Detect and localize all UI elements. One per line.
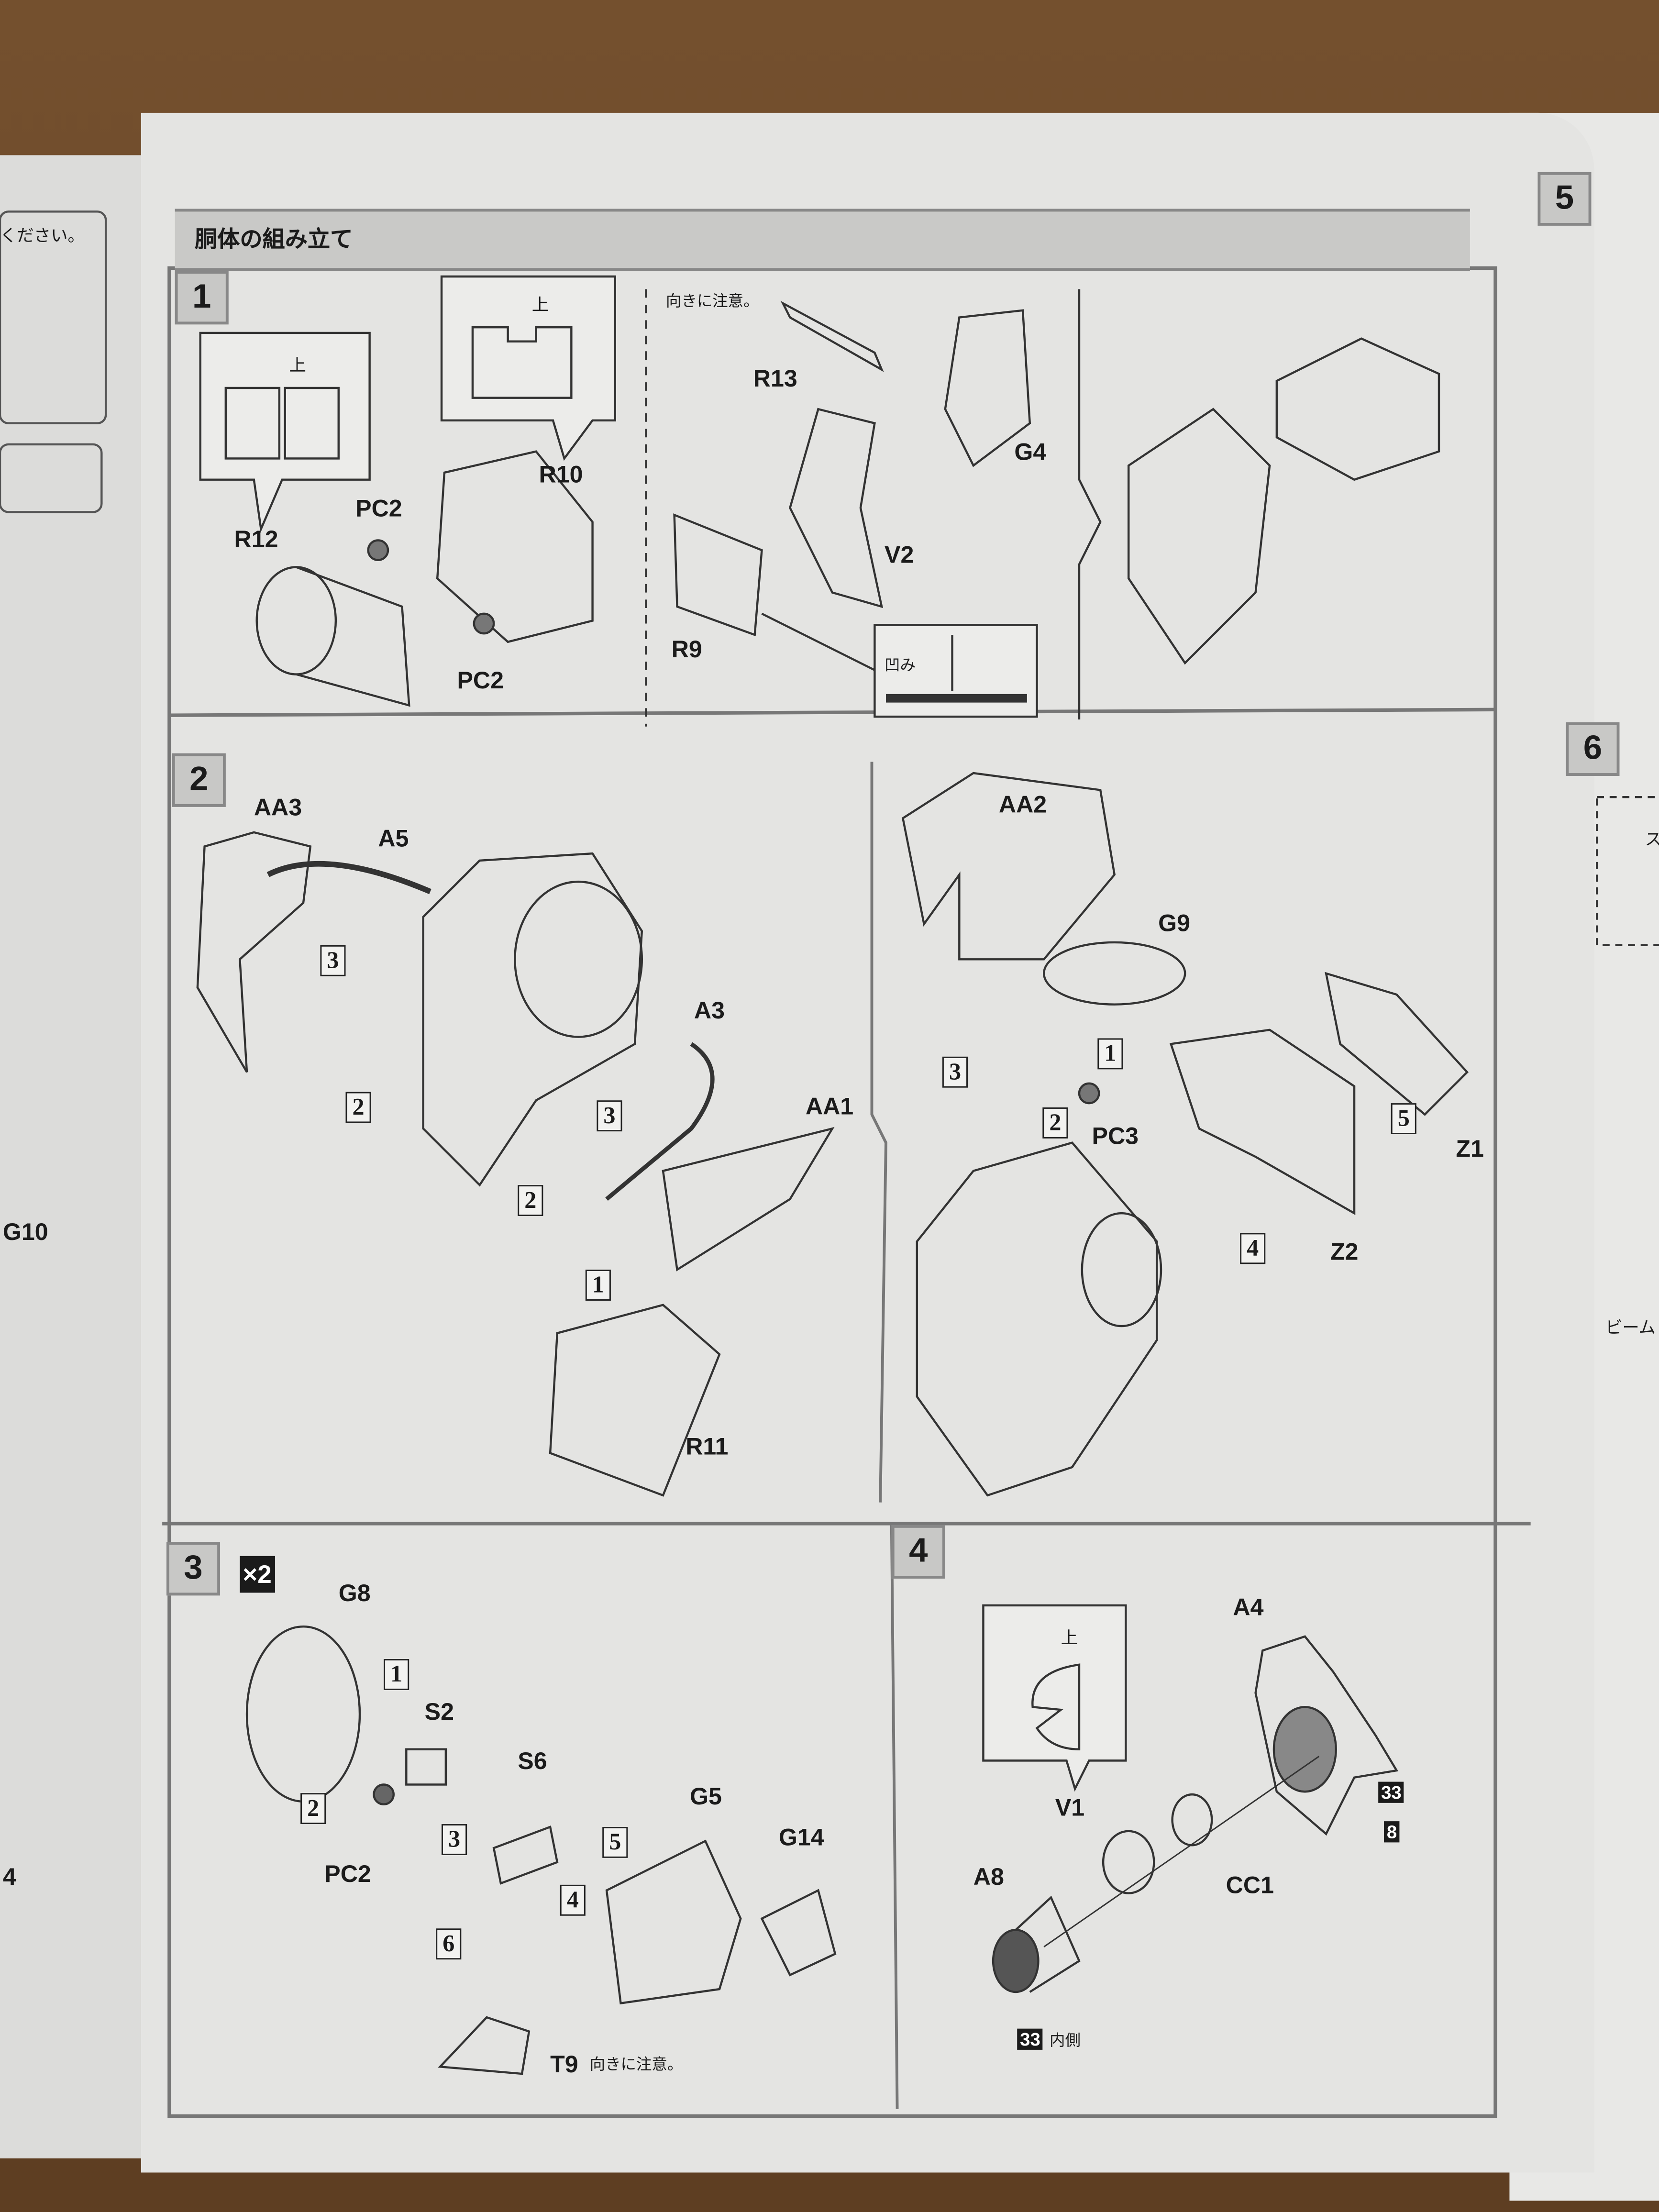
order-5: 5	[602, 1826, 628, 1858]
part-r11: R11	[686, 1433, 729, 1460]
orientation-caution: 向きに注意。	[589, 2055, 683, 2074]
section-header	[175, 209, 1470, 271]
step-5-number: 5	[1537, 172, 1592, 226]
sticker-8: 8	[1383, 1821, 1400, 1843]
part-g9: G9	[1158, 910, 1191, 937]
sticker-33-inside: 33	[1017, 2028, 1043, 2050]
part-a5: A5	[378, 825, 409, 852]
order-1: 1	[585, 1270, 611, 1301]
part-t9: T9	[550, 2051, 578, 2078]
part-g4: G4	[1014, 439, 1047, 466]
order-6: 6	[436, 1928, 462, 1960]
order-1: 1	[1097, 1038, 1123, 1070]
order-2: 2	[518, 1185, 543, 1217]
step-3-number: 3	[166, 1542, 221, 1596]
part-r12: R12	[234, 526, 278, 553]
order-1: 1	[384, 1659, 409, 1690]
main-page	[141, 112, 1594, 2173]
part-s6: S6	[518, 1747, 547, 1775]
step-6-number: 6	[1566, 722, 1620, 776]
part-cc1: CC1	[1226, 1872, 1274, 1899]
step-1-number: 1	[175, 271, 229, 325]
order-5: 5	[1391, 1103, 1416, 1134]
part-z2: Z2	[1330, 1239, 1359, 1266]
order-3: 3	[320, 945, 346, 976]
inside-note: 内側	[1050, 2031, 1081, 2050]
right-page-beam: ビーム	[1605, 1317, 1656, 1338]
left-page	[0, 155, 141, 2158]
part-v2: V2	[885, 542, 914, 569]
order-2: 2	[300, 1793, 326, 1825]
part-z1: Z1	[1456, 1135, 1484, 1162]
order-3: 3	[597, 1100, 622, 1132]
part-a8: A8	[973, 1863, 1004, 1891]
part-pc2: PC2	[355, 495, 402, 522]
part-r9: R9	[671, 636, 702, 664]
left-label-g10: G10	[2, 1218, 48, 1246]
part-g5: G5	[690, 1783, 722, 1810]
part-a3: A3	[694, 997, 725, 1024]
part-pc3: PC3	[1092, 1123, 1139, 1150]
part-aa1: AA1	[805, 1093, 854, 1120]
part-r10: R10	[539, 461, 583, 488]
part-a4: A4	[1233, 1594, 1264, 1621]
order-4: 4	[560, 1884, 586, 1916]
left-page-text: ください。	[0, 225, 85, 246]
order-3: 3	[442, 1824, 467, 1855]
right-page-text: ス	[1645, 827, 1659, 851]
part-pc2: PC2	[324, 1860, 371, 1888]
left-label-4: 4	[2, 1863, 16, 1891]
step-4-number: 4	[891, 1525, 945, 1579]
up-note: 上	[1061, 1628, 1078, 1648]
step-2-number: 2	[172, 753, 226, 807]
order-2: 2	[345, 1092, 371, 1123]
part-pc2: PC2	[457, 667, 504, 694]
up-note: 上	[289, 355, 306, 376]
part-s2: S2	[424, 1698, 454, 1725]
part-aa2: AA2	[998, 791, 1047, 818]
multiplier-badge: ×2	[240, 1556, 275, 1593]
section-title: 胴体の組み立て	[194, 225, 353, 253]
part-v1: V1	[1055, 1794, 1085, 1822]
sticker-33: 33	[1378, 1781, 1405, 1803]
part-aa3: AA3	[254, 794, 302, 821]
order-3: 3	[942, 1056, 968, 1088]
part-g14: G14	[778, 1824, 824, 1851]
orientation-caution: 向きに注意。	[665, 292, 759, 310]
dent-note: 凹み	[885, 656, 916, 675]
order-4: 4	[1240, 1233, 1266, 1264]
part-r13: R13	[753, 365, 797, 392]
up-note: 上	[531, 295, 549, 315]
order-2: 2	[1042, 1107, 1068, 1139]
part-g8: G8	[338, 1580, 371, 1607]
page-frame	[167, 266, 1497, 2118]
